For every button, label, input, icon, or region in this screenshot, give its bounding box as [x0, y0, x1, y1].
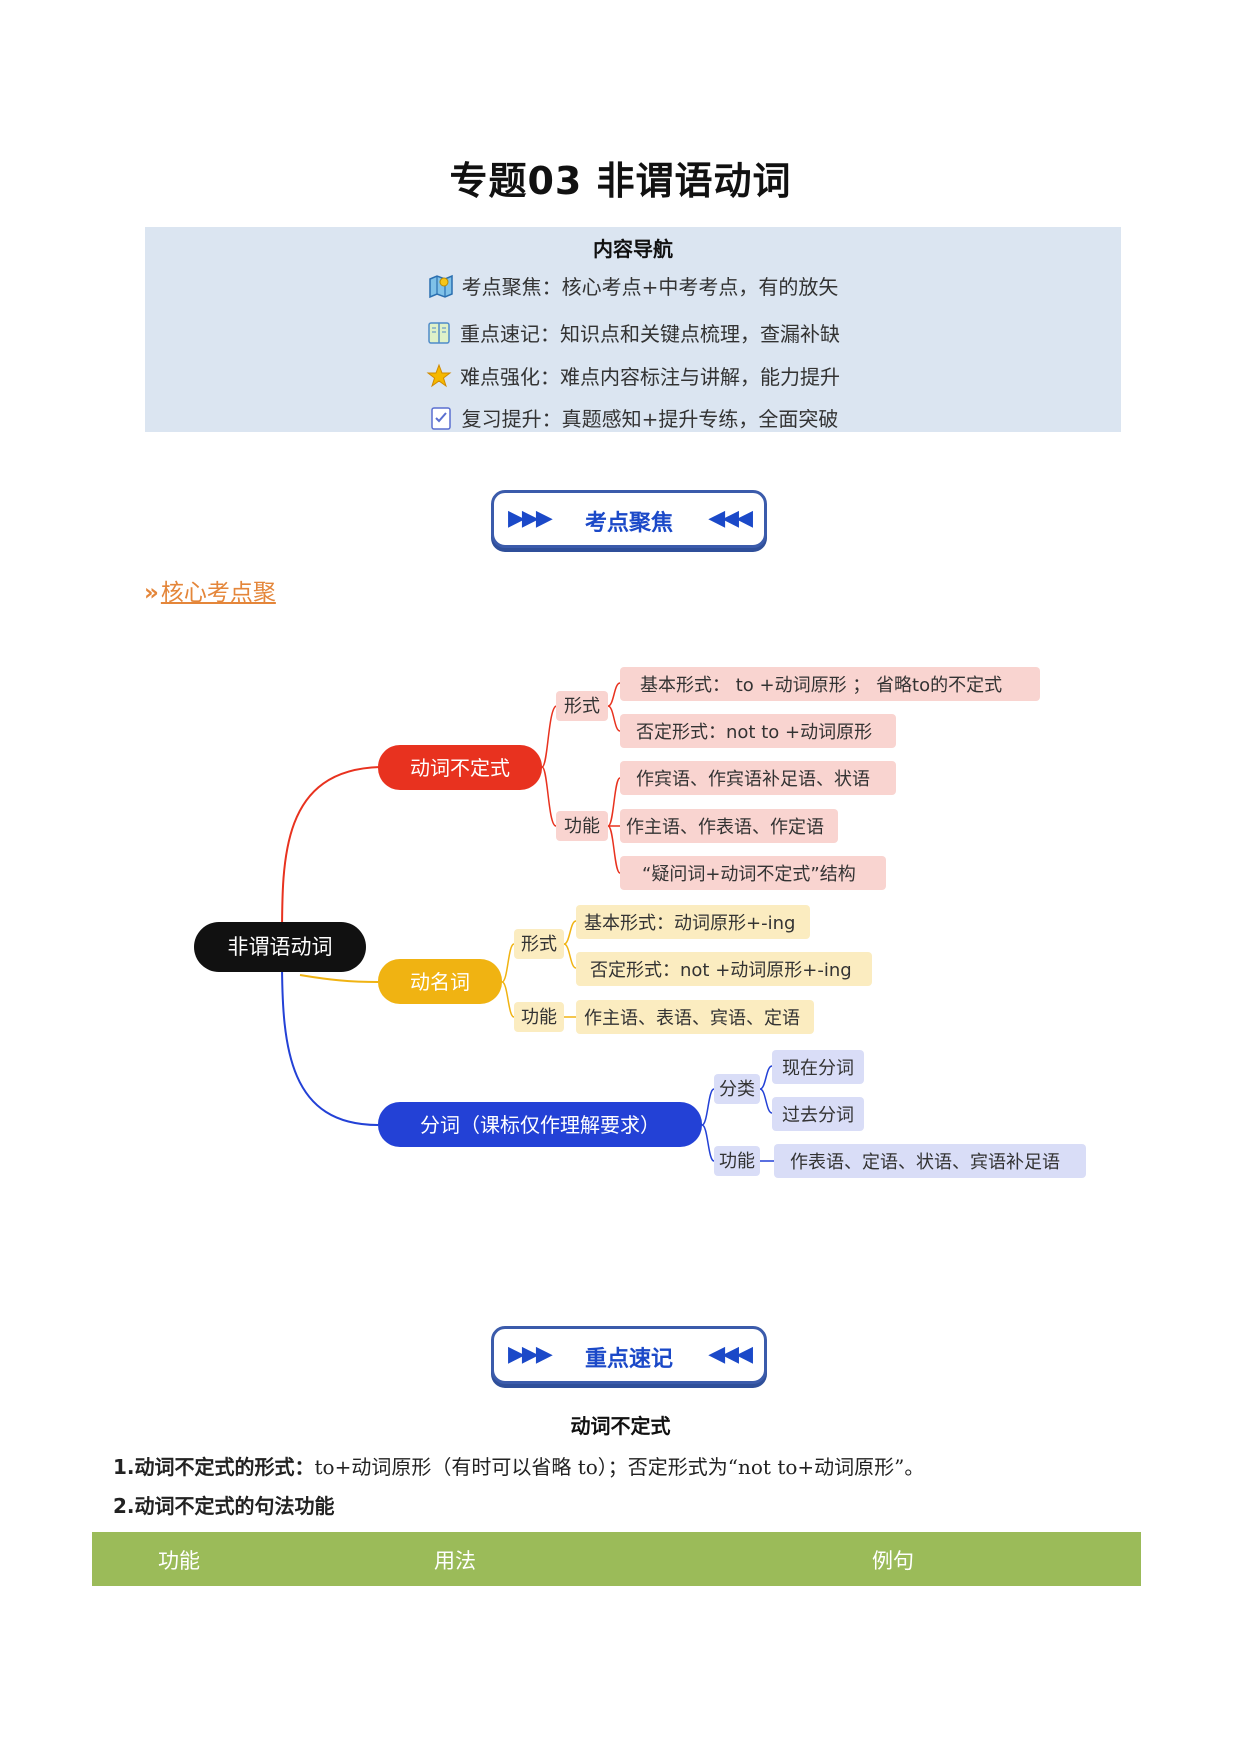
table-header-example: 例句 [872, 1549, 914, 1573]
nav-row-text: 重点速记：知识点和关键点梳理，查漏补缺 [460, 322, 840, 346]
participle-category-item-text: 过去分词 [782, 1105, 854, 1126]
root-node [194, 922, 366, 972]
gerund-function-item [576, 1000, 814, 1034]
root-label: 非谓语动词 [228, 935, 333, 959]
notes-banner: ▶▶▶ 重点速记 ◀◀◀ [491, 1326, 767, 1384]
star-icon [426, 363, 452, 389]
gerund-node [378, 959, 502, 1004]
infinitive-function-item [620, 856, 886, 890]
paragraph-form: 1.动词不定式的形式：to+动词原形（有时可以省略 to）；否定形式为“not … [113, 1451, 924, 1480]
nav-row-difficulty: 难点强化：难点内容标注与讲解，能力提升 [145, 361, 1121, 390]
infinitive-form-item-text: 否定形式：not to +动词原形 [636, 722, 872, 743]
content-navigation-box: 内容导航 考点聚焦：核心考点+中考考点，有的放矢 重点速记：知识点和关键点梳理，… [145, 227, 1121, 432]
infinitive-label: 动词不定式 [410, 756, 510, 780]
infinitive-node [378, 745, 542, 790]
core-points-link[interactable]: »核心考点聚 [144, 573, 276, 607]
infinitive-function-label: 功能 [564, 816, 600, 837]
paragraph-function-heading: 2.动词不定式的句法功能 [113, 1494, 335, 1518]
gerund-label: 动名词 [410, 970, 470, 994]
table-header-usage: 用法 [434, 1549, 476, 1573]
participle-category-node [714, 1074, 760, 1104]
gerund-function-label: 功能 [521, 1007, 557, 1028]
double-chevron-icon: » [144, 580, 159, 606]
paragraph-form-text: to+动词原形（有时可以省略 to）；否定形式为“not to+动词原形”。 [314, 1455, 925, 1479]
infinitive-form-label: 形式 [564, 696, 600, 717]
right-arrows-icon: ▶▶▶ [508, 1342, 553, 1367]
nav-row-review: 复习提升：真题感知+提升专练，全面突破 [145, 403, 1121, 432]
nav-row-notes: 重点速记：知识点和关键点梳理，查漏补缺 [145, 318, 1121, 347]
gerund-form-node [514, 929, 564, 959]
participle-function-label: 功能 [719, 1151, 755, 1172]
infinitive-function-node [556, 811, 608, 841]
map-icon [428, 273, 454, 299]
gerund-form-item-text: 否定形式：not +动词原形+-ing [590, 960, 852, 981]
section-title: 动词不定式 [570, 1414, 671, 1438]
nav-row-text: 考点聚焦：核心考点+中考考点，有的放矢 [461, 275, 839, 299]
nav-row-focus: 考点聚焦：核心考点+中考考点，有的放矢 [145, 271, 1121, 300]
participle-function-node [714, 1146, 760, 1176]
focus-banner-label: 考点聚焦 [584, 511, 673, 536]
nav-row-text: 复习提升：真题感知+提升专练，全面突破 [461, 407, 839, 431]
right-arrows-icon: ▶▶▶ [508, 506, 553, 531]
paragraph-form-heading: 1.动词不定式的形式： [113, 1455, 315, 1479]
page-title: 专题03 非谓语动词 [449, 159, 792, 203]
checklist-icon [428, 405, 454, 431]
infinitive-form-item [620, 667, 1040, 701]
left-arrows-icon: ◀◀◀ [708, 506, 753, 531]
participle-category-item [772, 1097, 864, 1131]
gerund-function-item-text: 作主语、表语、宾语、定语 [584, 1008, 800, 1029]
infinitive-function-item [620, 809, 838, 843]
participle-category-label: 分类 [719, 1079, 755, 1100]
participle-function-item [774, 1144, 1086, 1178]
nav-heading: 内容导航 [593, 237, 673, 261]
participle-category-item-text: 现在分词 [782, 1058, 854, 1079]
table-divider [92, 1584, 1141, 1586]
core-points-label: 核心考点聚 [160, 580, 276, 606]
infinitive-function-item-text: 作主语、作表语、作定语 [626, 817, 824, 838]
infinitive-form-node [556, 691, 608, 721]
gerund-form-item [576, 905, 810, 939]
nav-row-text: 难点强化：难点内容标注与讲解，能力提升 [460, 365, 840, 389]
table-header-function: 功能 [158, 1549, 200, 1573]
infinitive-function-item-text: 作宾语、作宾语补足语、状语 [636, 769, 870, 790]
gerund-form-item [576, 952, 872, 986]
gerund-form-item-text: 基本形式：动词原形+-ing [584, 913, 795, 934]
focus-banner: ▶▶▶ 考点聚焦 ◀◀◀ [491, 490, 767, 548]
participle-function-item-text: 作表语、定语、状语、宾语补足语 [790, 1152, 1060, 1173]
infinitive-form-item [620, 714, 896, 748]
infinitive-function-item [620, 761, 896, 795]
table-header: 功能 用法 例句 [92, 1532, 1141, 1584]
book-icon [426, 320, 452, 346]
participle-label: 分词（课标仅作理解要求） [420, 1113, 660, 1137]
infinitive-function-item-text: “疑问词+动词不定式”结构 [642, 864, 856, 885]
paragraph-function: 2.动词不定式的句法功能 [113, 1490, 335, 1519]
gerund-function-node [514, 1002, 564, 1032]
participle-category-item [772, 1050, 864, 1084]
participle-node [378, 1102, 702, 1147]
gerund-form-label: 形式 [521, 934, 557, 955]
infinitive-form-item-text: 基本形式： to +动词原形 ； 省略to的不定式 [640, 675, 1002, 696]
left-arrows-icon: ◀◀◀ [708, 1342, 753, 1367]
notes-banner-label: 重点速记 [584, 1347, 673, 1372]
